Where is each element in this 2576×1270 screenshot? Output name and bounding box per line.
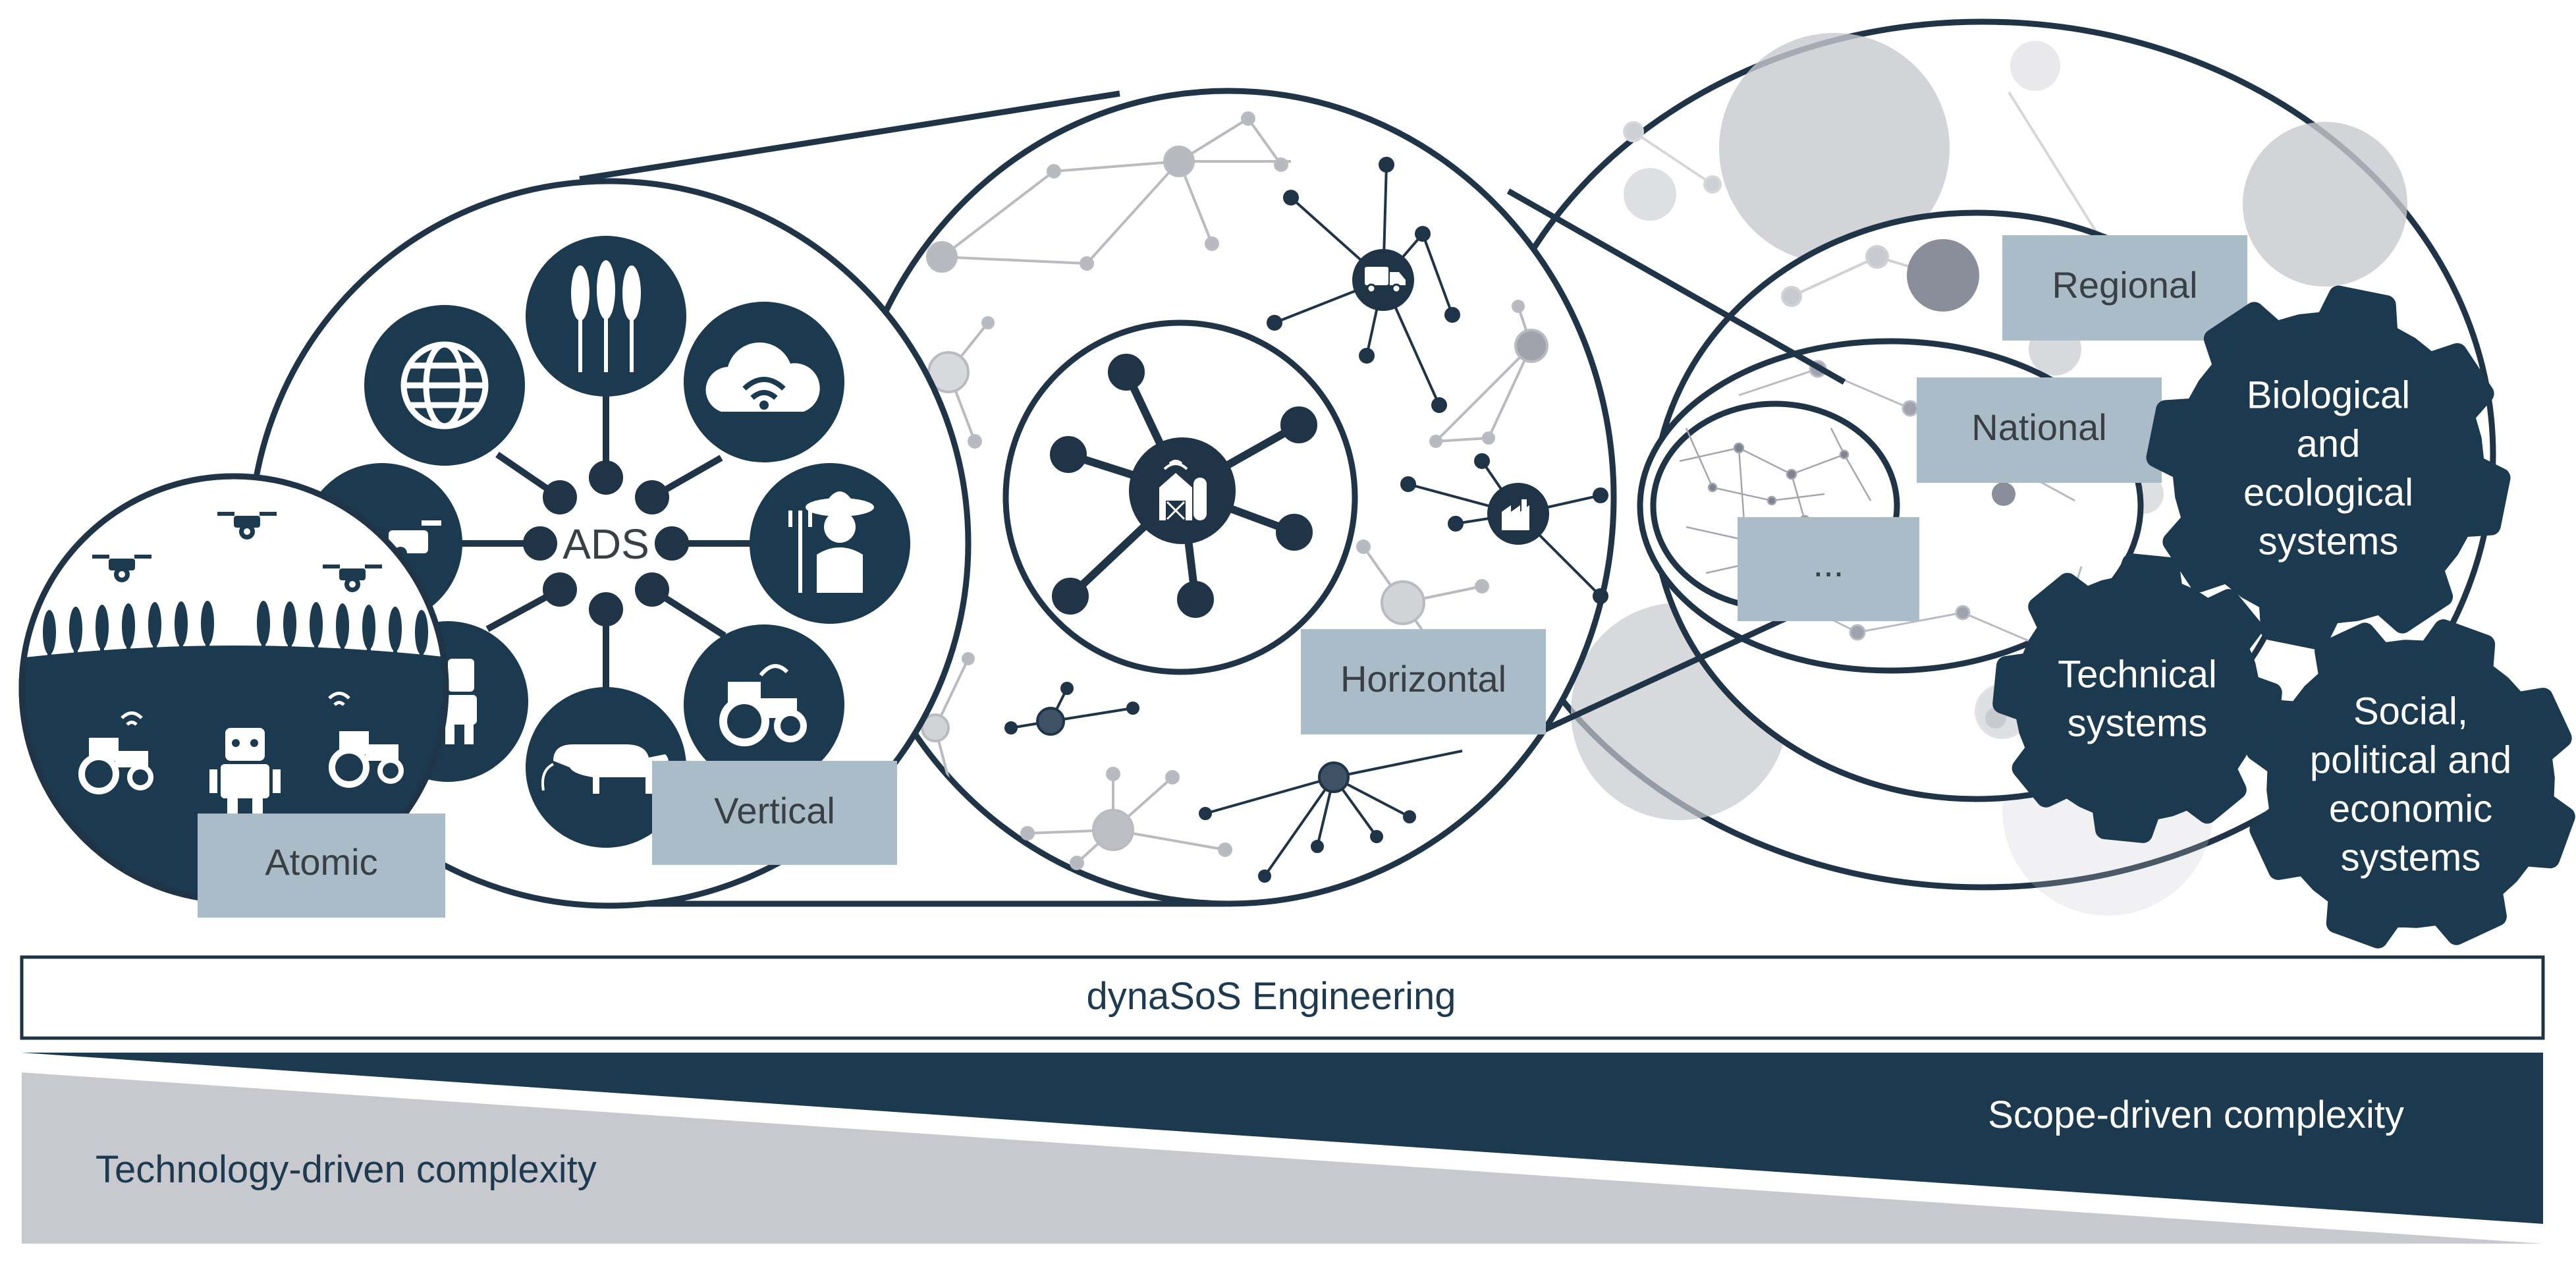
gear-social-label: political and bbox=[2310, 738, 2511, 781]
background-network bbox=[1623, 91, 2109, 252]
gear-biological-label: systems bbox=[2259, 520, 2399, 563]
technology-complexity-label: Technology-driven complexity bbox=[96, 1148, 597, 1191]
atomic-circle bbox=[18, 473, 449, 904]
truck-icon bbox=[1365, 267, 1406, 294]
gear-social-label: Social, bbox=[2353, 690, 2468, 732]
farm-hub-icon bbox=[1159, 460, 1207, 520]
ads-hub-label: ADS bbox=[562, 520, 649, 568]
farmer-icon bbox=[788, 491, 874, 593]
level-labels: Atomic Vertical Horizontal ... National … bbox=[198, 235, 2247, 918]
grey-networks bbox=[921, 111, 1548, 883]
tractor-icon bbox=[719, 664, 807, 746]
gear-social-label: systems bbox=[2341, 836, 2481, 879]
regional-label-box bbox=[2002, 235, 2247, 341]
factory-icon bbox=[1502, 499, 1529, 530]
atomic-label-box bbox=[198, 814, 445, 918]
complexity-wedges: Scope-driven complexity Technology-drive… bbox=[22, 1053, 2543, 1244]
wheat-icon bbox=[571, 260, 641, 372]
ellipsis-label: ... bbox=[1813, 543, 1844, 584]
gear-biological-label: and bbox=[2297, 422, 2361, 465]
robot-icon bbox=[443, 659, 477, 744]
gear-technical-label: Technical bbox=[2058, 653, 2217, 696]
ads-spokes bbox=[422, 395, 790, 688]
technology-wedge bbox=[22, 1072, 2543, 1244]
engineering-bar: dynaSoS Engineering bbox=[20, 955, 2545, 1040]
globe-icon bbox=[400, 341, 489, 429]
national-label: National bbox=[1971, 406, 2106, 448]
gear-social-label: economic bbox=[2329, 787, 2492, 830]
robot-icon bbox=[209, 728, 281, 815]
vertical-label-box bbox=[652, 761, 897, 865]
system-gears: BiologicalandecologicalsystemsTechnicals… bbox=[1992, 285, 2575, 949]
horizontal-label: Horizontal bbox=[1340, 658, 1506, 700]
drone-icon bbox=[92, 512, 382, 592]
regional-label: Regional bbox=[2052, 264, 2197, 306]
scope-wedge bbox=[22, 1053, 2543, 1224]
engineering-bar-label: dynaSoS Engineering bbox=[1086, 975, 1456, 1018]
horizontal-label-box bbox=[1301, 629, 1546, 734]
scope-complexity-label: Scope-driven complexity bbox=[1988, 1093, 2404, 1136]
gear-biological bbox=[2146, 285, 2511, 650]
ellipsis-label-box bbox=[1738, 517, 1919, 621]
gear-biological-label: Biological bbox=[2247, 373, 2410, 416]
cloud-wifi-icon bbox=[705, 342, 820, 412]
gear-social bbox=[2246, 619, 2575, 949]
gear-technical bbox=[1992, 553, 2282, 843]
national-label-box bbox=[1917, 377, 2162, 483]
vertical-label: Vertical bbox=[714, 790, 835, 831]
atomic-label: Atomic bbox=[265, 841, 377, 883]
gear-biological-label: ecological bbox=[2243, 471, 2413, 514]
tractor-icon bbox=[78, 692, 404, 794]
gear-technical-label: systems bbox=[2068, 702, 2208, 744]
cow-icon bbox=[541, 744, 669, 794]
